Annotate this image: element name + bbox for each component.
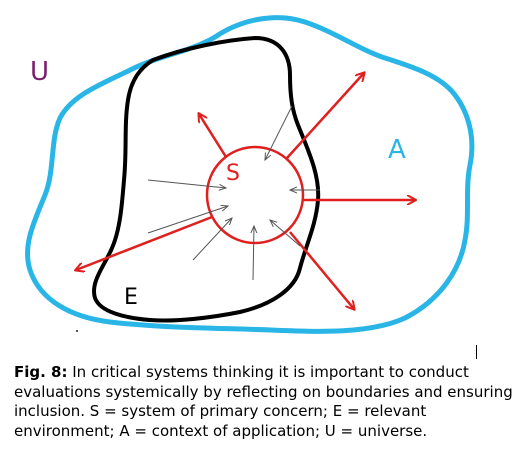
influence-arrow (147, 206, 228, 234)
systems-boundary-diagram: U A E S (25, 15, 475, 334)
universe-label: U (30, 57, 49, 87)
influence-arrow (147, 179, 226, 188)
influence-arrow (270, 220, 301, 247)
effect-arrow-up-left (199, 114, 228, 158)
figure-caption: Fig. 8: In critical systems thinking it … (14, 363, 514, 441)
context-label: A (388, 135, 406, 165)
environment-label: E (124, 285, 138, 310)
influence-arrow (253, 226, 254, 281)
influence-arrow (192, 218, 232, 261)
effect-arrow-down-right (289, 231, 354, 309)
influence-arrow (265, 105, 293, 160)
caption-prefix: Fig. 8: (14, 363, 68, 381)
system-boundary (205, 145, 305, 245)
environment-boundary (92, 36, 321, 323)
context-boundary (25, 15, 475, 334)
caption-text: In critical systems thinking it is impor… (14, 363, 513, 440)
effect-arrow-left (76, 215, 213, 270)
effect-arrow-up-right (286, 73, 364, 159)
text-cursor-mark (476, 345, 477, 359)
stray-dot (76, 330, 78, 332)
system-label: S (226, 161, 240, 186)
